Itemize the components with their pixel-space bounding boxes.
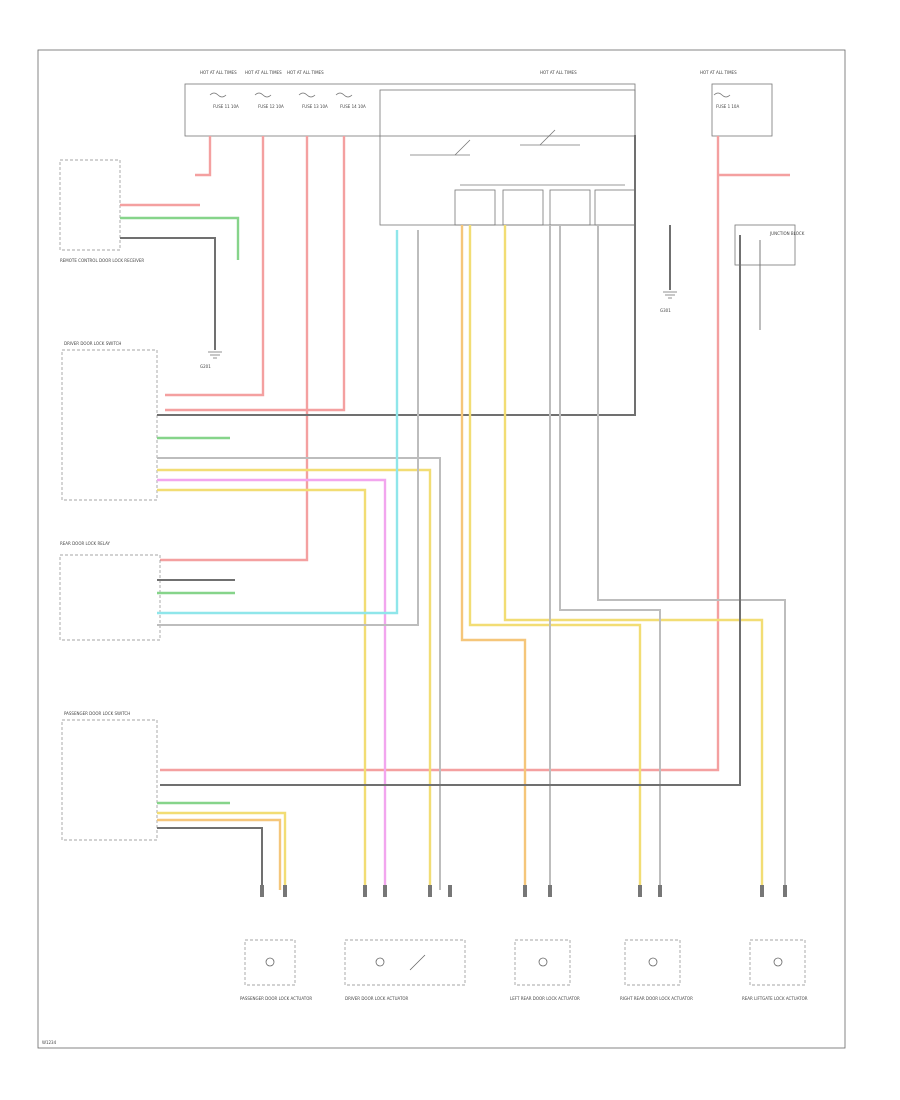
wire-blk-1 [120,237,216,350]
relay-contacts [410,129,636,226]
actuator-label-4: RIGHT REAR DOOR LOCK ACTUATOR [620,996,693,1001]
fuse-symbols [209,92,731,98]
actuator-label-3: LEFT REAR DOOR LOCK ACTUATOR [510,996,580,1001]
wire-yel-1 [157,468,432,890]
wire-gray-2 [157,230,419,626]
rear-lock-relay-label: REAR DOOR LOCK RELAY [60,541,110,546]
junction-box [734,224,796,266]
rear-lock-relay-box [59,554,161,641]
actuator-boxes [244,939,806,986]
wire-green-1 [120,216,240,260]
passenger-switch-label: PASSENGER DOOR LOCK SWITCH [64,711,130,716]
wire-blk-6 [157,827,263,890]
rke-receiver-label: REMOTE CONTROL DOOR LOCK RECEIVER [60,258,144,263]
driver-switch-label: DRIVER DOOR LOCK SWITCH [64,341,121,346]
right-ground-symbol [663,291,677,299]
wire-blk-2 [157,135,636,416]
fuse-label-5: HOT AT ALL TIMES [700,70,737,75]
wire-org-1 [460,225,527,890]
fuse-label-1: HOT AT ALL TIMES [200,70,237,75]
actuator-symbols [265,954,783,971]
wire-gray-4 [559,225,661,890]
actuator-label-1: PASSENGER DOOR LOCK ACTUATOR [240,996,312,1001]
fuse-label-3: HOT AT ALL TIMES [287,70,324,75]
wire-gray-1 [157,457,441,890]
rke-receiver-box [59,159,121,251]
fuse-label-4: HOT AT ALL TIMES [540,70,577,75]
actuator-label-5: REAR LIFTGATE LOCK ACTUATOR [742,996,808,1001]
wire-gray-5 [597,225,786,890]
wire-red-2 [165,136,265,397]
wire-yel-4 [503,225,764,890]
wire-org-2 [157,818,282,890]
fuse-13: FUSE 13 10A [302,104,328,109]
fuse-label-2: HOT AT ALL TIMES [245,70,282,75]
fuse-1: FUSE 1 10A [716,104,739,109]
actuator-label-2: DRIVER DOOR LOCK ACTUATOR [345,996,409,1001]
right-fuse-box [711,83,773,137]
footer-code: W1234 [42,1040,57,1045]
wire-yel-3 [468,225,642,890]
wire-red-1 [195,136,212,177]
wire-cyan-1 [157,230,399,615]
ground-label: G201 [200,364,211,369]
fuse-11: FUSE 11 10A [213,104,239,109]
passenger-switch-box [61,719,158,841]
wire-red-5 [160,136,720,772]
wire-yel-5 [157,811,287,890]
wire-pink-1 [157,478,387,890]
wire-blk-5 [160,235,741,786]
wire-red-3 [160,136,309,562]
fuse-14: FUSE 14 10A [340,104,366,109]
junction-label: JUNCTION BLOCK [769,231,805,236]
driver-switch-box [61,349,158,501]
diagram-frame [37,49,846,1049]
connector-stubs [260,885,787,897]
relay-box [379,89,636,226]
ground-symbol [208,351,222,359]
fuse-block [184,83,636,137]
wire-yel-2 [157,488,367,890]
wire-red-4 [165,136,346,412]
fuse-12: FUSE 12 10A [258,104,284,109]
right-ground-label: G301 [660,308,671,313]
